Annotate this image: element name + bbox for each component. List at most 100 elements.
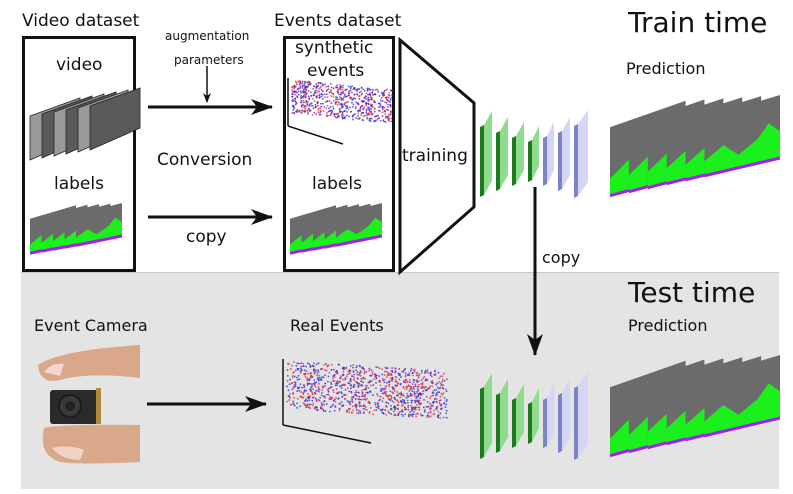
- event-point: [384, 409, 387, 412]
- event-point: [350, 396, 353, 399]
- event-point: [376, 118, 379, 120]
- event-point: [291, 375, 294, 377]
- event-point: [324, 369, 327, 371]
- event-point: [343, 103, 346, 106]
- event-point: [317, 390, 320, 393]
- event-point: [318, 374, 321, 377]
- event-point: [355, 101, 358, 104]
- event-point: [316, 86, 318, 89]
- event-point: [391, 400, 394, 403]
- event-point: [303, 104, 305, 107]
- event-point: [346, 409, 348, 412]
- event-point: [330, 86, 333, 89]
- event-point: [334, 406, 337, 408]
- event-point: [413, 368, 416, 371]
- real-events-image: [282, 359, 448, 444]
- event-point: [384, 385, 387, 388]
- event-point: [324, 374, 326, 377]
- event-point: [330, 383, 333, 386]
- event-point: [319, 107, 322, 110]
- event-point: [358, 395, 361, 398]
- event-point: [371, 373, 374, 376]
- network-layer: [484, 111, 492, 195]
- event-point: [330, 102, 333, 104]
- event-point: [373, 373, 376, 376]
- event-point: [422, 377, 425, 379]
- event-point: [296, 406, 298, 409]
- event-point: [358, 373, 360, 376]
- event-point: [445, 390, 448, 393]
- event-point: [323, 106, 326, 108]
- event-point: [296, 402, 298, 405]
- event-point: [312, 93, 315, 96]
- event-point: [360, 383, 363, 386]
- event-point: [371, 98, 374, 101]
- test-prediction-image: [609, 355, 781, 458]
- event-point: [370, 96, 373, 99]
- event-point: [317, 379, 320, 381]
- event-point: [292, 400, 295, 403]
- event-point: [429, 411, 432, 414]
- event-point: [370, 384, 372, 387]
- event-point: [435, 388, 438, 391]
- event-point: [302, 396, 305, 399]
- event-point: [394, 414, 397, 417]
- event-point: [291, 93, 294, 96]
- event-point: [445, 416, 448, 419]
- event-point: [379, 105, 382, 108]
- event-point: [426, 372, 429, 374]
- event-point: [426, 369, 429, 371]
- event-point: [379, 110, 381, 112]
- event-point: [405, 396, 408, 399]
- event-point: [345, 114, 348, 117]
- event-point: [329, 386, 332, 389]
- event-point: [398, 374, 400, 376]
- event-point: [313, 111, 316, 114]
- event-point: [299, 101, 302, 104]
- event-point: [291, 112, 294, 114]
- event-point: [388, 383, 391, 386]
- event-point: [340, 88, 342, 91]
- event-point: [296, 397, 299, 400]
- event-point: [415, 372, 418, 374]
- event-point: [387, 94, 390, 96]
- event-point: [430, 415, 432, 418]
- event-point: [373, 110, 376, 113]
- augmentation-label-line2: parameters: [174, 53, 244, 67]
- event-point: [368, 119, 371, 122]
- event-point: [437, 414, 440, 417]
- event-point: [349, 110, 352, 113]
- event-point: [392, 401, 395, 404]
- video-label: video: [56, 55, 103, 75]
- event-point: [391, 367, 394, 369]
- event-point: [421, 392, 424, 395]
- event-point: [382, 388, 385, 391]
- event-point: [383, 94, 386, 97]
- event-point: [301, 386, 303, 389]
- network-layer: [532, 126, 539, 180]
- event-point: [424, 370, 427, 372]
- event-point: [428, 386, 431, 389]
- label-green-region: [704, 123, 780, 176]
- network-layer: [547, 122, 554, 184]
- event-point: [326, 89, 328, 91]
- event-point: [408, 385, 411, 387]
- event-point: [364, 114, 366, 117]
- event-point: [366, 114, 368, 117]
- event-point: [339, 108, 341, 110]
- event-point: [362, 107, 365, 110]
- event-point: [325, 93, 328, 96]
- event-point: [288, 399, 291, 401]
- event-point: [357, 409, 360, 412]
- event-point: [421, 383, 424, 386]
- event-point: [421, 381, 424, 384]
- event-point: [338, 363, 341, 366]
- event-point: [372, 384, 375, 386]
- event-point: [407, 408, 410, 411]
- event-point: [418, 406, 421, 409]
- event-point: [402, 395, 405, 397]
- event-point: [304, 96, 307, 99]
- event-point: [357, 117, 360, 120]
- event-point: [324, 385, 326, 388]
- event-point: [425, 378, 428, 381]
